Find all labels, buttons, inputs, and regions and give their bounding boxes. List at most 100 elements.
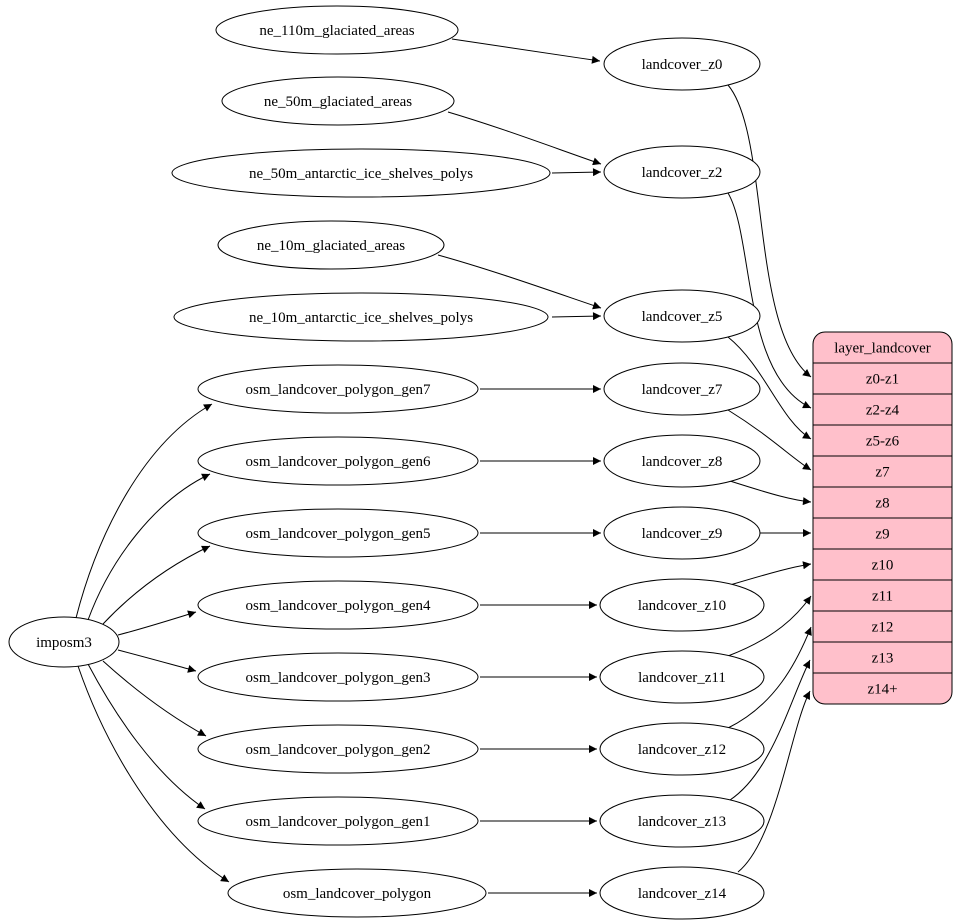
- node-label-landcover_z7: landcover_z7: [642, 382, 723, 398]
- node-osm_landcover_polygon_gen4: osm_landcover_polygon_gen4: [197, 580, 479, 630]
- record-row-z11: z11: [872, 589, 893, 605]
- node-label-landcover_z2: landcover_z2: [642, 165, 723, 181]
- edge-landcover_z14-to-layer_landcover.z14+: [737, 690, 811, 873]
- landcover_z5-ellipse: [603, 289, 761, 343]
- node-ne_110m_glaciated_areas: ne_110m_glaciated_areas: [215, 5, 459, 55]
- landcover_z10-ellipse: [599, 578, 765, 632]
- edge-imposm3-to-osm_landcover_polygon_gen4: [117, 610, 197, 636]
- node-label-osm_landcover_polygon_gen4: osm_landcover_polygon_gen4: [246, 598, 431, 614]
- landcover_z7-ellipse: [603, 362, 761, 416]
- node-label-osm_landcover_polygon_gen3: osm_landcover_polygon_gen3: [246, 670, 431, 686]
- record-row-z2-z4: z2-z4: [866, 403, 900, 419]
- edge-ne_110m_glaciated_areas-to-landcover_z0: [451, 38, 601, 64]
- imposm3-ellipse: [8, 616, 120, 668]
- edge-ne_10m_glaciated_areas-to-landcover_z5: [437, 254, 602, 310]
- node-landcover_z5: landcover_z5: [603, 289, 761, 343]
- node-ne_50m_antarctic_ice_shelves_polys: ne_50m_antarctic_ice_shelves_polys: [171, 148, 551, 198]
- osm_landcover_polygon_gen6-ellipse: [197, 436, 479, 486]
- ne_50m_glaciated_areas-ellipse: [221, 76, 455, 126]
- record-row-z8: z8: [875, 496, 889, 512]
- node-label-landcover_z14: landcover_z14: [638, 886, 727, 902]
- edge-landcover_z0-to-layer_landcover.z0-z1: [727, 84, 812, 378]
- edge-landcover_z8-to-layer_landcover.z8: [729, 480, 812, 506]
- edge-landcover_z12-to-layer_landcover.z12: [727, 626, 812, 729]
- edge-ne_50m_glaciated_areas-to-landcover_z2: [447, 111, 602, 166]
- edge-landcover_z13-to-layer_landcover.z13: [729, 659, 811, 801]
- ne_50m_antarctic_ice_shelves_polys-ellipse: [171, 148, 551, 198]
- node-label-osm_landcover_polygon_gen7: osm_landcover_polygon_gen7: [246, 382, 431, 398]
- node-label-landcover_z10: landcover_z10: [638, 598, 726, 614]
- node-landcover_z8: landcover_z8: [603, 434, 761, 488]
- node-label-ne_110m_glaciated_areas: ne_110m_glaciated_areas: [259, 23, 414, 39]
- osm_landcover_polygon-ellipse: [227, 868, 487, 918]
- node-label-landcover_z13: landcover_z13: [638, 814, 726, 830]
- record-row-z13: z13: [872, 651, 894, 667]
- node-label-osm_landcover_polygon_gen1: osm_landcover_polygon_gen1: [246, 814, 431, 830]
- edge-imposm3-to-osm_landcover_polygon: [77, 665, 230, 883]
- landcover_z11-ellipse: [599, 650, 765, 704]
- record-row-z0-z1: z0-z1: [866, 372, 899, 388]
- edges-layer: [75, 38, 812, 897]
- record-row-z7: z7: [875, 465, 890, 481]
- record-row-z14+: z14+: [867, 682, 897, 698]
- ne_110m_glaciated_areas-ellipse: [215, 5, 459, 55]
- ne_10m_glaciated_areas-ellipse: [217, 220, 445, 270]
- landcover_z0-ellipse: [603, 37, 761, 91]
- record-layer: layer_landcoverz0-z1z2-z4z5-z6z7z8z9z10z…: [812, 331, 953, 705]
- node-label-landcover_z9: landcover_z9: [642, 526, 723, 542]
- landcover_z12-ellipse: [599, 722, 765, 776]
- edge-imposm3-to-osm_landcover_polygon_gen7: [75, 403, 213, 619]
- edge-imposm3-to-osm_landcover_polygon_gen6: [87, 473, 211, 621]
- record-row-z10: z10: [872, 558, 894, 574]
- node-label-landcover_z8: landcover_z8: [642, 454, 723, 470]
- node-osm_landcover_polygon_gen6: osm_landcover_polygon_gen6: [197, 436, 479, 486]
- node-osm_landcover_polygon_gen7: osm_landcover_polygon_gen7: [197, 364, 479, 414]
- osm_landcover_polygon_gen4-ellipse: [197, 580, 479, 630]
- osm_landcover_polygon_gen1-ellipse: [197, 796, 479, 846]
- record-row-z12: z12: [872, 620, 894, 636]
- record-row-z9: z9: [875, 527, 889, 543]
- node-label-landcover_z0: landcover_z0: [642, 57, 723, 73]
- node-ne_10m_glaciated_areas: ne_10m_glaciated_areas: [217, 220, 445, 270]
- edge-ne_10m_antarctic_ice_shelves_polys-to-landcover_z5: [551, 312, 602, 321]
- node-label-osm_landcover_polygon_gen2: osm_landcover_polygon_gen2: [246, 742, 431, 758]
- edge-imposm3-to-osm_landcover_polygon_gen1: [87, 663, 206, 810]
- ne_10m_antarctic_ice_shelves_polys-ellipse: [173, 292, 549, 342]
- node-label-osm_landcover_polygon: osm_landcover_polygon: [283, 886, 432, 902]
- edge-landcover_z2-to-layer_landcover.z2-z4: [727, 192, 812, 409]
- record-layer_landcover: layer_landcoverz0-z1z2-z4z5-z6z7z8z9z10z…: [812, 331, 953, 705]
- node-landcover_z7: landcover_z7: [603, 362, 761, 416]
- node-label-osm_landcover_polygon_gen5: osm_landcover_polygon_gen5: [246, 526, 431, 542]
- node-osm_landcover_polygon_gen3: osm_landcover_polygon_gen3: [197, 652, 479, 702]
- node-landcover_z13: landcover_z13: [599, 794, 765, 848]
- node-label-ne_50m_antarctic_ice_shelves_polys: ne_50m_antarctic_ice_shelves_polys: [249, 166, 473, 182]
- node-landcover_z2: landcover_z2: [603, 145, 761, 199]
- edge-ne_50m_antarctic_ice_shelves_polys-to-landcover_z2: [551, 168, 602, 177]
- edge-imposm3-to-osm_landcover_polygon_gen2: [102, 660, 207, 737]
- osm_landcover_polygon_gen7-ellipse: [197, 364, 479, 414]
- node-landcover_z14: landcover_z14: [599, 866, 765, 920]
- node-ne_50m_glaciated_areas: ne_50m_glaciated_areas: [221, 76, 455, 126]
- node-osm_landcover_polygon_gen5: osm_landcover_polygon_gen5: [197, 508, 479, 558]
- node-osm_landcover_polygon: osm_landcover_polygon: [227, 868, 487, 918]
- landcover_z14-ellipse: [599, 866, 765, 920]
- edge-landcover_z5-to-layer_landcover.z5-z6: [727, 336, 812, 440]
- node-landcover_z0: landcover_z0: [603, 37, 761, 91]
- edge-landcover_z10-to-layer_landcover.z10: [729, 561, 812, 586]
- node-label-landcover_z5: landcover_z5: [642, 309, 723, 325]
- node-ne_10m_antarctic_ice_shelves_polys: ne_10m_antarctic_ice_shelves_polys: [173, 292, 549, 342]
- edge-imposm3-to-osm_landcover_polygon_gen3: [117, 649, 197, 673]
- node-label-landcover_z11: landcover_z11: [638, 670, 726, 686]
- node-label-ne_50m_glaciated_areas: ne_50m_glaciated_areas: [264, 94, 412, 110]
- node-osm_landcover_polygon_gen2: osm_landcover_polygon_gen2: [197, 724, 479, 774]
- edge-landcover_z11-to-layer_landcover.z11: [727, 595, 812, 657]
- node-imposm3: imposm3: [8, 616, 120, 668]
- node-osm_landcover_polygon_gen1: osm_landcover_polygon_gen1: [197, 796, 479, 846]
- edge-landcover_z7-to-layer_landcover.z7: [727, 409, 812, 471]
- osm_landcover_polygon_gen3-ellipse: [197, 652, 479, 702]
- record-title: layer_landcover: [834, 341, 931, 357]
- landcover_z8-ellipse: [603, 434, 761, 488]
- node-label-ne_10m_antarctic_ice_shelves_polys: ne_10m_antarctic_ice_shelves_polys: [249, 310, 473, 326]
- node-label-imposm3: imposm3: [36, 635, 92, 651]
